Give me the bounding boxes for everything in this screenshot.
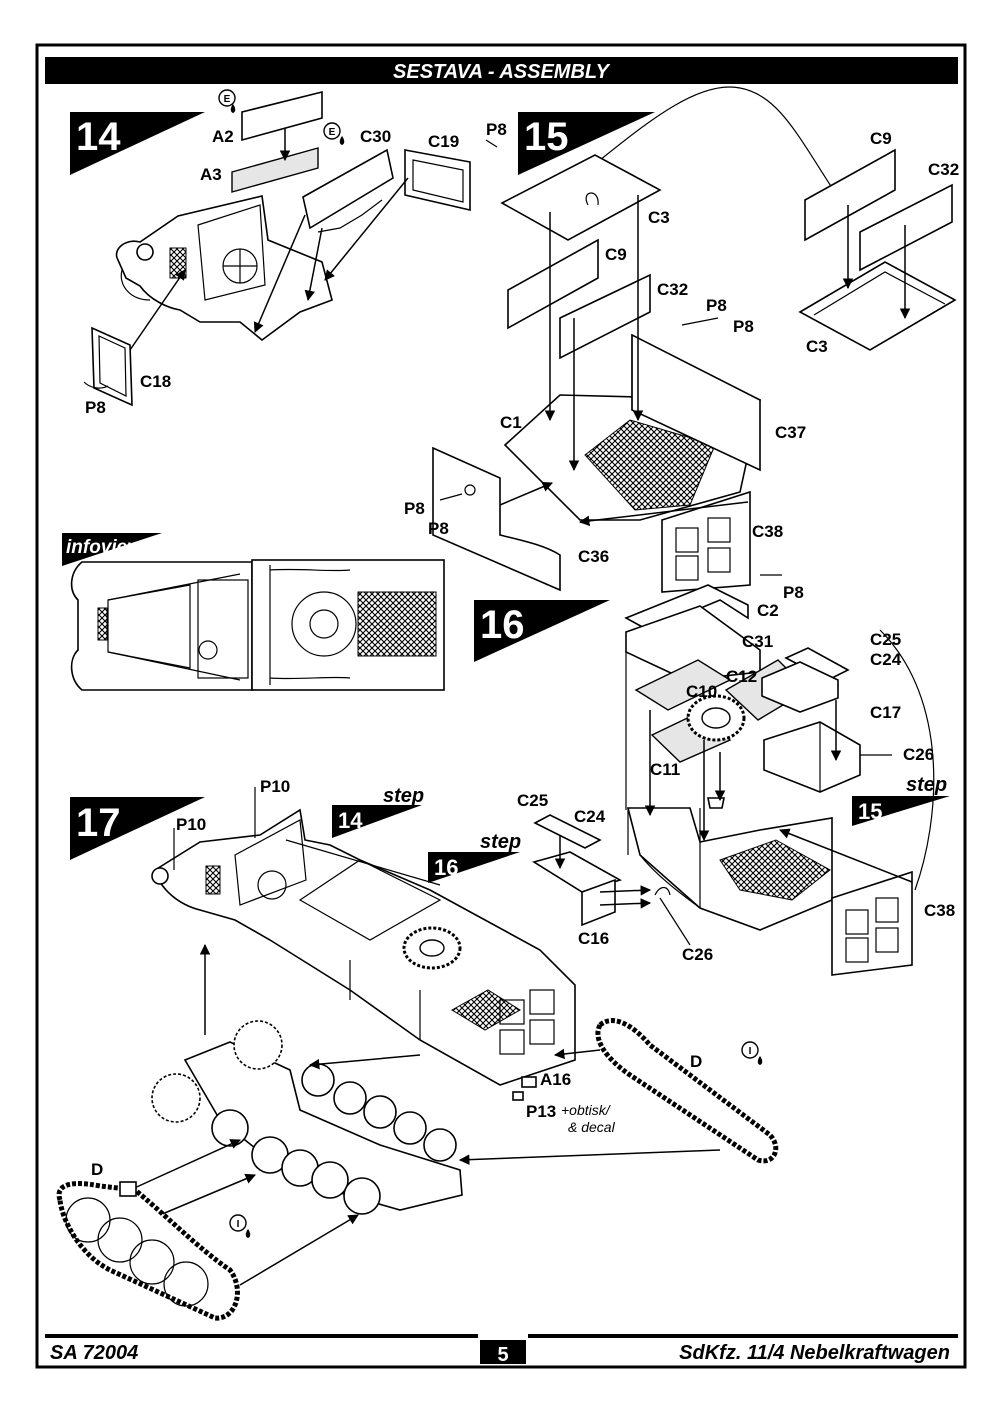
label-a2: A2 [212, 127, 234, 146]
label-c26-top: C26 [903, 745, 934, 764]
infoview-drawing [70, 559, 445, 691]
paint-i-symbol-2: I [237, 1219, 240, 1230]
step-15-drawing [432, 86, 957, 593]
paint-e-symbol-2: E [329, 127, 336, 138]
label-c36: C36 [578, 547, 609, 566]
label-c25-top: C25 [870, 630, 901, 649]
step-14-ref-word: step [383, 785, 424, 807]
label-p13-note-1: +obtisk/ [561, 1102, 612, 1118]
step-14-ref-number: 14 [338, 808, 363, 833]
step-15-ref-badge: 15 step [852, 774, 950, 826]
label-c25-bot: C25 [517, 791, 548, 810]
step-16-ref-number: 16 [434, 855, 458, 880]
step-14-ref-badge: 14 step [332, 785, 424, 838]
label-c38-bot: C38 [924, 901, 955, 920]
label-d-right: D [690, 1052, 702, 1071]
label-p13: P13 [526, 1102, 556, 1121]
infoview-badge: infoview [62, 533, 162, 566]
label-p8-14a: P8 [486, 120, 507, 139]
label-c10: C10 [686, 682, 717, 701]
label-c11: C11 [650, 760, 680, 779]
footer-model-name: SdKfz. 11/4 Nebelkraftwagen [679, 1342, 950, 1364]
header-bar: SESTAVA - ASSEMBLY [45, 57, 958, 84]
label-p8-14b: P8 [85, 398, 106, 417]
label-c3-right: C3 [806, 337, 828, 356]
label-p8-15b: P8 [733, 317, 754, 336]
step-16-ref-badge: 16 step [428, 831, 521, 883]
step-15-badge: 15 [518, 112, 655, 175]
step-16-number: 16 [480, 603, 525, 647]
label-c32-left: C32 [657, 280, 688, 299]
label-c24-bot: C24 [574, 807, 606, 826]
step-15-number: 15 [524, 115, 569, 159]
step-16-ref-word: step [480, 831, 521, 853]
label-c2: C2 [757, 601, 779, 620]
page-number: 5 [497, 1344, 508, 1366]
label-c18: C18 [140, 372, 171, 391]
label-p8-15a: P8 [706, 296, 727, 315]
label-c1: C1 [500, 413, 522, 432]
step-14-number: 14 [76, 115, 121, 159]
label-c32-right: C32 [928, 160, 959, 179]
paint-e-symbol: E [224, 94, 231, 105]
header-title: SESTAVA - ASSEMBLY [393, 61, 611, 83]
label-c30: C30 [360, 127, 391, 146]
label-c26-bot: C26 [682, 945, 713, 964]
label-p8-15c: P8 [404, 499, 425, 518]
step-17-badge: 17 [70, 797, 205, 860]
infoview-label: infoview [66, 537, 143, 558]
label-c38: C38 [752, 522, 783, 541]
label-p10-a: P10 [260, 777, 290, 796]
label-p8-15e: P8 [783, 583, 804, 602]
step-15-ref-word: step [906, 774, 947, 796]
step-15-ref-number: 15 [858, 799, 882, 824]
label-c12: C12 [726, 667, 757, 686]
label-c17: C17 [870, 703, 901, 722]
label-p8-15d: P8 [428, 519, 449, 538]
label-c31: C31 [742, 632, 773, 651]
label-c19: C19 [428, 132, 459, 151]
step-17-drawing: I I [56, 787, 779, 1321]
label-p10-b: P10 [176, 815, 206, 834]
label-p13-note-2: & decal [568, 1119, 616, 1135]
label-c37: C37 [775, 423, 806, 442]
label-d-left: D [91, 1160, 103, 1179]
step-16-badge: 16 [474, 600, 610, 662]
step-17-number: 17 [76, 801, 121, 845]
label-c16: C16 [578, 929, 609, 948]
footer: SA 72004 5 SdKfz. 11/4 Nebelkraftwagen [45, 1334, 958, 1366]
label-c9-right: C9 [870, 129, 892, 148]
step-16-drawing [532, 584, 935, 976]
label-c3-left: C3 [648, 208, 670, 227]
label-a3: A3 [200, 165, 222, 184]
footer-code: SA 72004 [50, 1342, 138, 1364]
paint-i-symbol: I [749, 1046, 752, 1057]
step-14-drawing: E E [83, 89, 498, 407]
label-c24-top: C24 [870, 650, 902, 669]
page-border [35, 43, 967, 1369]
label-a16: A16 [540, 1070, 571, 1089]
step-14-badge: 14 [70, 112, 205, 175]
label-c9-left: C9 [605, 245, 627, 264]
